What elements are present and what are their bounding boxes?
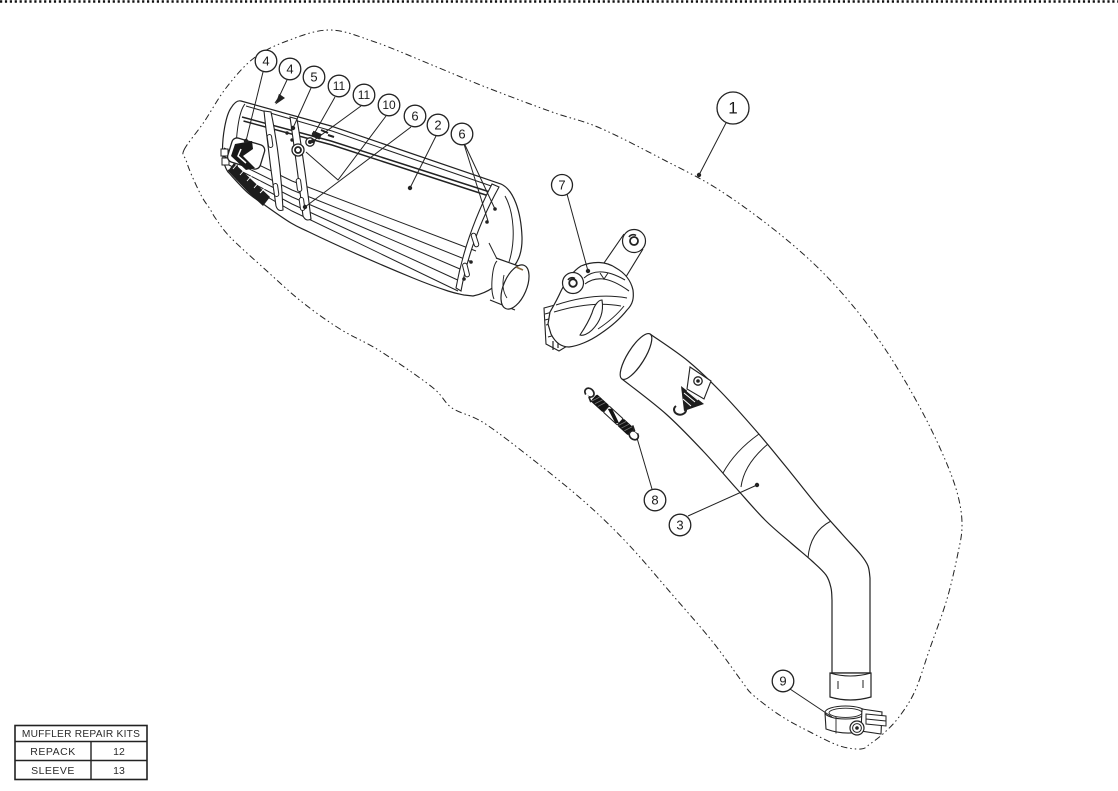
svg-text:7: 7: [558, 178, 565, 193]
svg-text:10: 10: [382, 98, 396, 112]
svg-text:5: 5: [310, 70, 317, 85]
svg-text:13: 13: [113, 765, 125, 777]
svg-text:SLEEVE: SLEEVE: [31, 765, 75, 777]
svg-text:11: 11: [333, 79, 346, 93]
svg-text:12: 12: [113, 746, 125, 758]
svg-text:4: 4: [286, 62, 293, 77]
svg-text:1: 1: [728, 99, 737, 118]
svg-text:11: 11: [358, 88, 371, 102]
svg-text:9: 9: [779, 674, 786, 689]
svg-text:MUFFLER REPAIR KITS: MUFFLER REPAIR KITS: [22, 729, 140, 740]
svg-text:8: 8: [651, 493, 658, 508]
svg-text:6: 6: [458, 127, 465, 142]
svg-text:6: 6: [411, 109, 418, 124]
svg-text:3: 3: [676, 518, 683, 533]
svg-text:2: 2: [434, 118, 441, 133]
svg-text:4: 4: [262, 54, 269, 69]
svg-text:REPACK: REPACK: [30, 746, 75, 758]
